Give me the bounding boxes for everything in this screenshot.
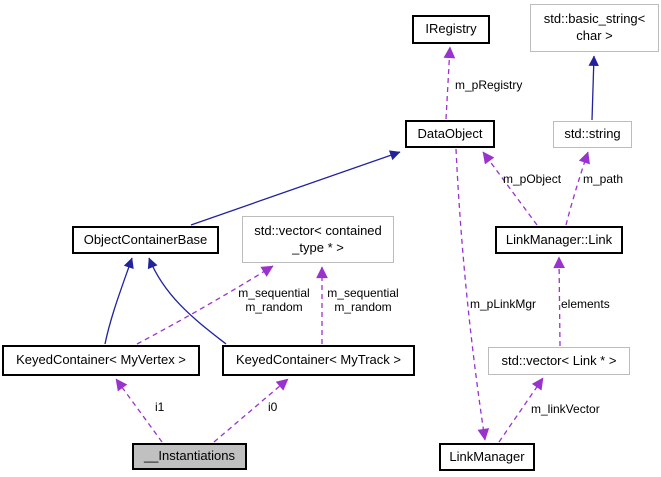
edge-label-m-pobject: m_pObject (503, 172, 562, 186)
edge-usage-m-plinkmgr (455, 148, 490, 441)
edge-label-sequential-random-left: m_sequential m_random (238, 286, 310, 314)
edge-usage-m-pregistry (443, 46, 456, 120)
node-iregistry[interactable]: IRegistry (412, 15, 490, 44)
node-keyedcontainer-mytrack[interactable]: KeyedContainer< MyTrack > (222, 345, 415, 376)
edge-inheritance-mytrack-ocb (147, 257, 227, 345)
node-linkmanager-link[interactable]: LinkManager::Link (495, 226, 623, 254)
edge-usage-i1 (115, 378, 163, 443)
edge-usage-m-linkvector (498, 377, 544, 443)
edge-usage-i0 (213, 378, 289, 443)
edge-usage-seq-myvertex (136, 265, 274, 345)
node-objectcontainerbase[interactable]: ObjectContainerBase (72, 226, 219, 254)
edge-label-sequential-random-right: m_sequential m_random (327, 286, 399, 314)
node-std-vector-contained-type: std::vector< contained _type * > (242, 216, 394, 263)
node-linkmanager[interactable]: LinkManager (439, 443, 535, 471)
node-std-string: std::string (553, 121, 632, 148)
edge-usage-m-pobject (482, 151, 538, 226)
edge-label-i0: i0 (268, 400, 278, 414)
edge-inheritance-stdstring-basicstring (588, 55, 599, 121)
edge-label-elements: elements (561, 297, 610, 311)
node-dataobject[interactable]: DataObject (405, 120, 495, 148)
edge-usage-elements (553, 256, 565, 347)
edge-inheritance-myvertex-ocb (104, 257, 134, 345)
node-std-basic-string: std::basic_string< char > (530, 4, 659, 52)
edge-label-m-plinkmgr: m_pLinkMgr (470, 297, 537, 311)
node-std-vector-link: std::vector< Link * > (488, 347, 630, 375)
edge-label-m-pregistry: m_pRegistry (455, 78, 523, 92)
edge-label-m-path: m_path (583, 172, 624, 186)
edge-label-m-linkvector: m_linkVector (531, 402, 600, 416)
edge-inheritance-ocb-dataobject (190, 150, 401, 226)
node-keyedcontainer-myvertex[interactable]: KeyedContainer< MyVertex > (2, 345, 200, 376)
node-instantiations: __Instantiations (132, 443, 247, 470)
edge-usage-m-path (565, 151, 590, 226)
edge-label-i1: i1 (155, 400, 165, 414)
